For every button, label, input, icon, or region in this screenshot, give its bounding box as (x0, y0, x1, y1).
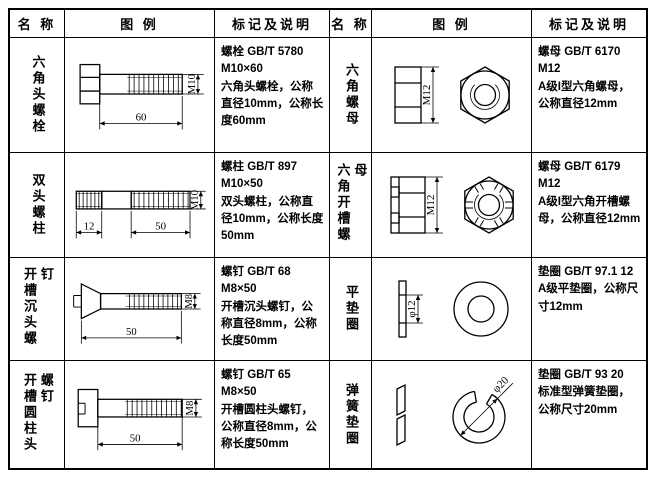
dim-label-thread: M10 (185, 74, 197, 94)
description-text: A级平垫圈，公称尺寸12mm (538, 283, 639, 313)
plain-washer-drawing: φ12 (397, 280, 509, 338)
marking-cell-plain-washer: 垫圈 GB/T 97.1 12 A级平垫圈，公称尺寸12mm (532, 258, 646, 361)
legend-cell-hex-nut: M12 (372, 38, 532, 153)
description-text: 开槽圆柱头螺钉，公称直径8mm，公称长度50mm (221, 403, 317, 451)
slot-mark (77, 402, 86, 415)
fastener-name: 弹簧垫圈 (343, 382, 359, 447)
legend-cell-stud: 12 50 M10 (65, 153, 215, 258)
dim-label-thread: M12 (425, 195, 437, 216)
dimension-lines (420, 66, 439, 124)
fastener-name: 六角开槽螺母 (335, 163, 368, 243)
legend-cell-cheese-head-screw: 50 M8 (65, 361, 215, 468)
dim-label-d1: 12 (83, 221, 94, 233)
fastener-name: 六角螺母 (343, 63, 359, 127)
marking-cell-castle-nut: 螺母 GB/T 6179 M12 A级I型六角开槽螺母，公称直径12mm (532, 153, 646, 258)
name-cell-castle-nut: 六角开槽螺母 (330, 153, 372, 258)
designation-text: 螺钉 GB/T 68 M8×50 (221, 266, 291, 296)
fastener-name: 开槽圆柱头螺钉 (22, 372, 54, 453)
fastener-name: 平垫圈 (343, 285, 359, 333)
thread-arc (469, 84, 500, 110)
thread-hatch (78, 191, 188, 209)
header-name-left: 名 称 (10, 10, 65, 38)
description-text: A级I型六角螺母，公称直径12mm (538, 80, 630, 110)
name-cell-countersunk-screw: 开槽沉头螺钉 (10, 258, 65, 361)
dim-label-diameter: φ20 (490, 374, 511, 395)
name-cell-hex-bolt: 六角头螺栓 (10, 38, 65, 153)
dim-label-thread: M8 (183, 294, 194, 309)
marking-cell-hex-bolt: 螺栓 GB/T 5780 M10×60 六角头螺栓，公称直径10mm，公称长度6… (215, 38, 330, 153)
dim-label-thread: M12 (421, 85, 433, 106)
hex-bolt-drawing: 60 M10 (78, 63, 204, 130)
legend-cell-countersunk-screw: 50 M8 (65, 258, 215, 361)
marking-cell-countersunk-screw: 螺钉 GB/T 68 M8×50 开槽沉头螺钉，公称直径8mm，公称长度50mm (215, 258, 330, 361)
dimension-lines (80, 293, 201, 344)
slot-mark (72, 295, 81, 308)
designation-text: 螺栓 GB/T 5780 M10×60 (221, 46, 304, 76)
dimension-lines (459, 382, 513, 436)
header-legend-right: 图 例 (372, 10, 532, 38)
description-text: A级I型六角开槽螺母，公称直径12mm (538, 195, 641, 225)
description-text: 六角头螺栓，公称直径10mm，公称长度60mm (221, 80, 324, 128)
marking-cell-cheese-head-screw: 螺钉 GB/T 65 M8×50 开槽圆柱头螺钉，公称直径8mm，公称长度50m… (215, 361, 330, 468)
designation-text: 螺钉 GB/T 65 M8×50 (221, 369, 291, 399)
thread-arc (473, 194, 504, 220)
description-text: 双头螺柱，公称直径10mm，公称长度50mm (221, 195, 324, 243)
dimension-lines (405, 294, 423, 324)
description-text: 开槽沉头螺钉，公称直径8mm，公称长度50mm (221, 300, 317, 348)
legend-cell-spring-washer: φ20 (372, 361, 532, 468)
thread-hatch (126, 398, 182, 417)
dimension-lines (96, 398, 202, 450)
dim-label-length: 50 (155, 221, 166, 233)
thread-hatch (128, 74, 179, 95)
marking-cell-hex-nut: 螺母 GB/T 6170 M12 A级I型六角螺母，公称直径12mm (532, 38, 646, 153)
designation-text: 垫圈 GB/T 93 20 (538, 369, 624, 381)
name-cell-spring-washer: 弹簧垫圈 (330, 361, 372, 468)
header-marking-left: 标记及说明 (215, 10, 330, 38)
name-cell-plain-washer: 平垫圈 (330, 258, 372, 361)
thread-hatch (128, 293, 178, 309)
designation-text: 螺母 GB/T 6179 M12 (538, 161, 621, 191)
dim-label-length: 50 (126, 327, 137, 338)
dimension-lines (75, 190, 206, 239)
designation-text: 螺柱 GB/T 897 M10×50 (221, 161, 298, 191)
designation-text: 螺母 GB/T 6170 M12 (538, 46, 621, 76)
hex-nut-drawing: M12 (393, 66, 510, 124)
name-cell-stud: 双头螺柱 (10, 153, 65, 258)
countersunk-screw-drawing: 50 M8 (72, 282, 201, 344)
designation-text: 垫圈 GB/T 97.1 12 (538, 266, 634, 278)
cheese-head-screw-drawing: 50 M8 (77, 388, 202, 450)
fastener-name: 六角头螺栓 (30, 55, 46, 135)
marking-cell-stud: 螺柱 GB/T 897 M10×50 双头螺柱，公称直径10mm，公称长度50m… (215, 153, 330, 258)
spring-washer-drawing: φ20 (395, 374, 513, 446)
double-end-stud-drawing: 12 50 M10 (75, 190, 206, 239)
name-cell-hex-nut: 六角螺母 (330, 38, 372, 153)
legend-cell-plain-washer: φ12 (372, 258, 532, 361)
dim-label-length: 60 (135, 112, 146, 124)
castle-nut-drawing: M12 (389, 176, 514, 234)
dim-label-diameter: φ12 (406, 300, 418, 317)
dim-label-thread: M10 (188, 190, 200, 210)
fastener-standards-table: 名 称 图 例 标记及说明 名 称 图 例 标记及说明 六角头螺栓 (8, 8, 648, 470)
name-cell-cheese-head-screw: 开槽圆柱头螺钉 (10, 361, 65, 468)
dim-label-length: 50 (129, 432, 140, 444)
fastener-name: 双头螺柱 (30, 173, 46, 237)
dimension-lines (98, 73, 204, 130)
header-name-right: 名 称 (330, 10, 372, 38)
header-marking-right: 标记及说明 (532, 10, 646, 38)
dimension-lines (424, 176, 443, 234)
dim-label-thread: M8 (183, 400, 195, 415)
legend-cell-castle-nut: M12 (372, 153, 532, 258)
description-text: 标准型弹簧垫圈，公称尺寸20mm (538, 386, 630, 416)
header-legend-left: 图 例 (65, 10, 215, 38)
legend-cell-hex-bolt: 60 M10 (65, 38, 215, 153)
fastener-name: 开槽沉头螺钉 (22, 267, 54, 347)
castle-slots (465, 183, 512, 227)
marking-cell-spring-washer: 垫圈 GB/T 93 20 标准型弹簧垫圈，公称尺寸20mm (532, 361, 646, 468)
